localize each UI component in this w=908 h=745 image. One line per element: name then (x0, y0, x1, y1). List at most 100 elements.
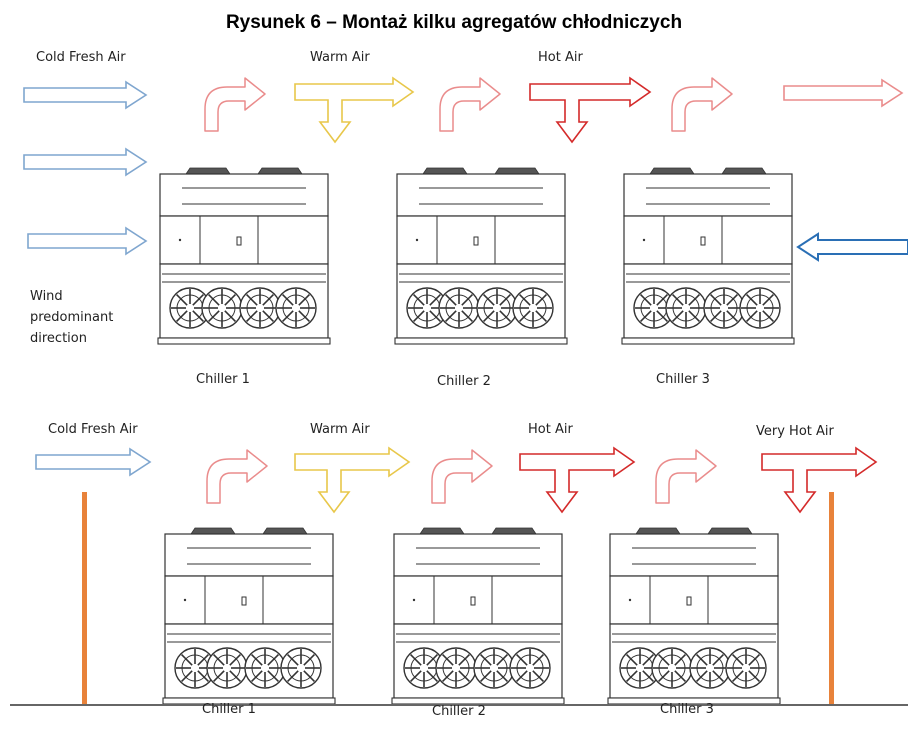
chiller-panel-section (393, 575, 563, 625)
fan-spoke (532, 670, 545, 683)
panel-dot (178, 238, 182, 242)
rising-air-arrow (439, 77, 501, 132)
fan-spoke (657, 653, 670, 666)
fan-spoke (709, 293, 722, 306)
cold-air-arrow (27, 226, 148, 256)
fan-cover-left (185, 167, 231, 175)
fan-cover-left (419, 527, 465, 535)
chiller-top-housing (609, 533, 779, 577)
top-warm-air-label: Warm Air (310, 50, 370, 65)
bottom-chiller-2 (391, 527, 565, 705)
fan-spoke (429, 310, 442, 323)
fan-spoke (175, 293, 188, 306)
chiller-top-housing (396, 173, 566, 217)
fan-spoke (461, 310, 474, 323)
door-handle (686, 596, 692, 606)
fan-spoke (180, 653, 193, 666)
fan-spoke (250, 670, 263, 683)
fan-spoke (726, 310, 739, 323)
fan-spoke (461, 293, 474, 306)
fan-spoke (426, 670, 439, 683)
top-hot-air-label: Hot Air (538, 50, 583, 65)
fan-spoke (674, 653, 687, 666)
fan-spoke (245, 310, 258, 323)
fan-spoke (762, 293, 775, 306)
fan-spoke (444, 293, 457, 306)
fan-spoke (441, 670, 454, 683)
rising-air-arrow (671, 77, 733, 132)
fan-spoke (639, 310, 652, 323)
fan-spoke (303, 670, 316, 683)
fan-spoke (458, 670, 471, 683)
fan-spoke (262, 293, 275, 306)
fan-spoke (180, 670, 193, 683)
chiller-top-housing (164, 533, 334, 577)
chiller-top-housing (159, 173, 329, 217)
fan-spoke (532, 653, 545, 666)
fan-spoke (671, 293, 684, 306)
fan-spoke (639, 293, 652, 306)
door-handle (470, 596, 476, 606)
barrier-post-left (82, 492, 87, 704)
fan-spoke (674, 670, 687, 683)
fan-spoke (726, 293, 739, 306)
fan-spoke (245, 293, 258, 306)
bottom-chiller-3-label: Chiller 3 (660, 702, 714, 717)
fan-spoke (286, 670, 299, 683)
fan-spoke (267, 653, 280, 666)
chiller-base (157, 337, 331, 345)
bottom-chiller-3 (607, 527, 781, 705)
very-hot-air-arrow (761, 446, 878, 514)
fan-spoke (482, 293, 495, 306)
fan-spoke (250, 653, 263, 666)
top-chiller-1 (157, 167, 331, 345)
fan-spoke (197, 653, 210, 666)
fan-spoke (175, 310, 188, 323)
fan-spoke (518, 310, 531, 323)
chiller-panel-section (164, 575, 334, 625)
panel-dot (628, 598, 632, 602)
chiller-panel-section (609, 575, 779, 625)
fan-spoke (479, 670, 492, 683)
fan-spoke (499, 293, 512, 306)
door-handle (700, 236, 706, 246)
fan-spoke (482, 310, 495, 323)
barrier-post-right (829, 492, 834, 704)
fan-spoke (625, 653, 638, 666)
fan-spoke (499, 310, 512, 323)
fan-cover-right (707, 527, 753, 535)
fan-spoke (197, 670, 210, 683)
fan-spoke (515, 653, 528, 666)
wind-direction-arrow (796, 232, 908, 262)
fan-cover-right (257, 167, 303, 175)
fan-spoke (286, 653, 299, 666)
fan-spoke (207, 310, 220, 323)
panel-dot (183, 598, 187, 602)
top-chiller-2-label: Chiller 2 (437, 374, 491, 389)
fan-spoke (212, 653, 225, 666)
fan-spoke (281, 293, 294, 306)
fan-cover-left (190, 527, 236, 535)
fan-spoke (671, 310, 684, 323)
top-chiller-3 (621, 167, 795, 345)
fan-spoke (303, 653, 316, 666)
hot-air-arrow (519, 446, 636, 514)
cold-air-arrow (23, 147, 148, 177)
fan-spoke (479, 653, 492, 666)
chiller-base (621, 337, 795, 345)
fan-spoke (409, 670, 422, 683)
top-chiller-2 (394, 167, 568, 345)
fan-spoke (712, 653, 725, 666)
bottom-warm-air-label: Warm Air (310, 422, 370, 437)
chiller-base (394, 337, 568, 345)
chiller-top-housing (393, 533, 563, 577)
fan-spoke (731, 670, 744, 683)
chiller-panel-section (623, 215, 793, 265)
panel-dot (415, 238, 419, 242)
figure-title: Rysunek 6 – Montaż kilku agregatów chłod… (225, 12, 683, 33)
fan-spoke (688, 293, 701, 306)
fan-cover-left (649, 167, 695, 175)
fan-spoke (535, 310, 548, 323)
hot-air-arrow (529, 76, 652, 144)
